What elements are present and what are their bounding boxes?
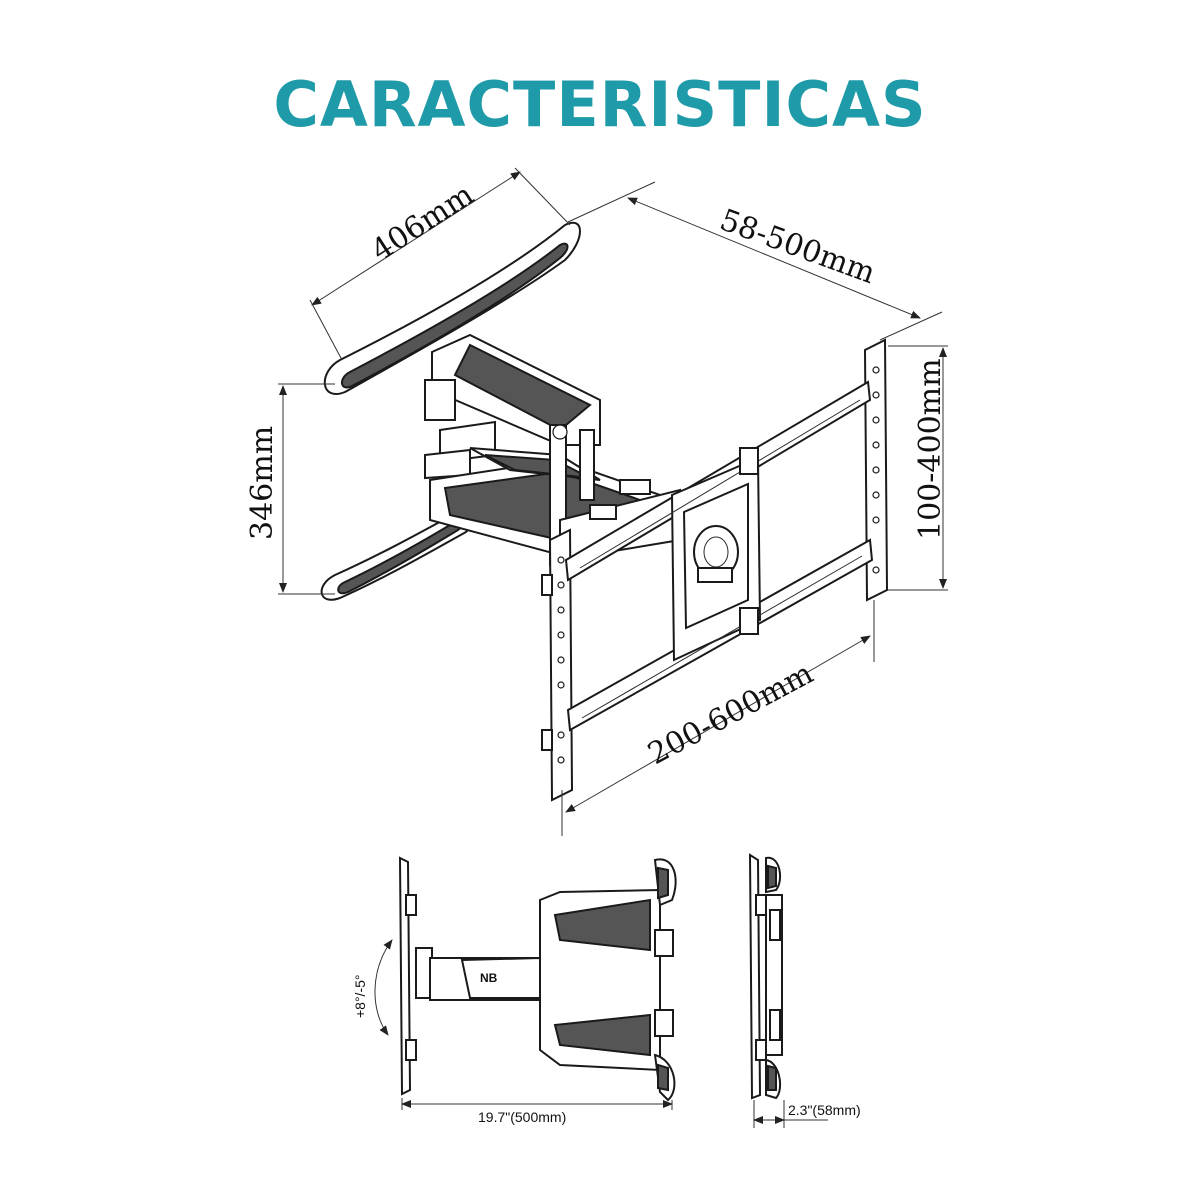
tilt-label: +8°/-5° <box>352 975 368 1019</box>
folded-view: 2.3"(58mm) <box>748 853 861 1128</box>
dim-extension: 58-500mm <box>567 181 943 341</box>
dim-max-extension-label: 19.7"(500mm) <box>478 1109 566 1125</box>
right-rail-holes <box>872 366 880 574</box>
side-view: NB 19.7"(500mm) +8°/-5° <box>352 856 677 1125</box>
page-title: CARACTERISTICAS <box>273 68 927 141</box>
dim-vesa-vertical: 100-400mm <box>888 345 948 591</box>
dim-plate-height-label: 346mm <box>245 426 280 540</box>
left-rail-holes <box>557 556 565 764</box>
dim-min-profile-label: 2.3"(58mm) <box>788 1102 861 1118</box>
dim-extension-label: 58-500mm <box>715 203 880 291</box>
dim-arm-width-label: 406mm <box>365 177 480 269</box>
dim-plate-height: 346mm <box>245 383 335 595</box>
dim-vesa-vertical-label: 100-400mm <box>913 358 948 540</box>
isometric-view: 406mm 58-500mm 346mm 100-400mm <box>245 167 948 836</box>
wall-plate-bottom <box>320 509 473 601</box>
svg-text:NB: NB <box>480 971 498 985</box>
